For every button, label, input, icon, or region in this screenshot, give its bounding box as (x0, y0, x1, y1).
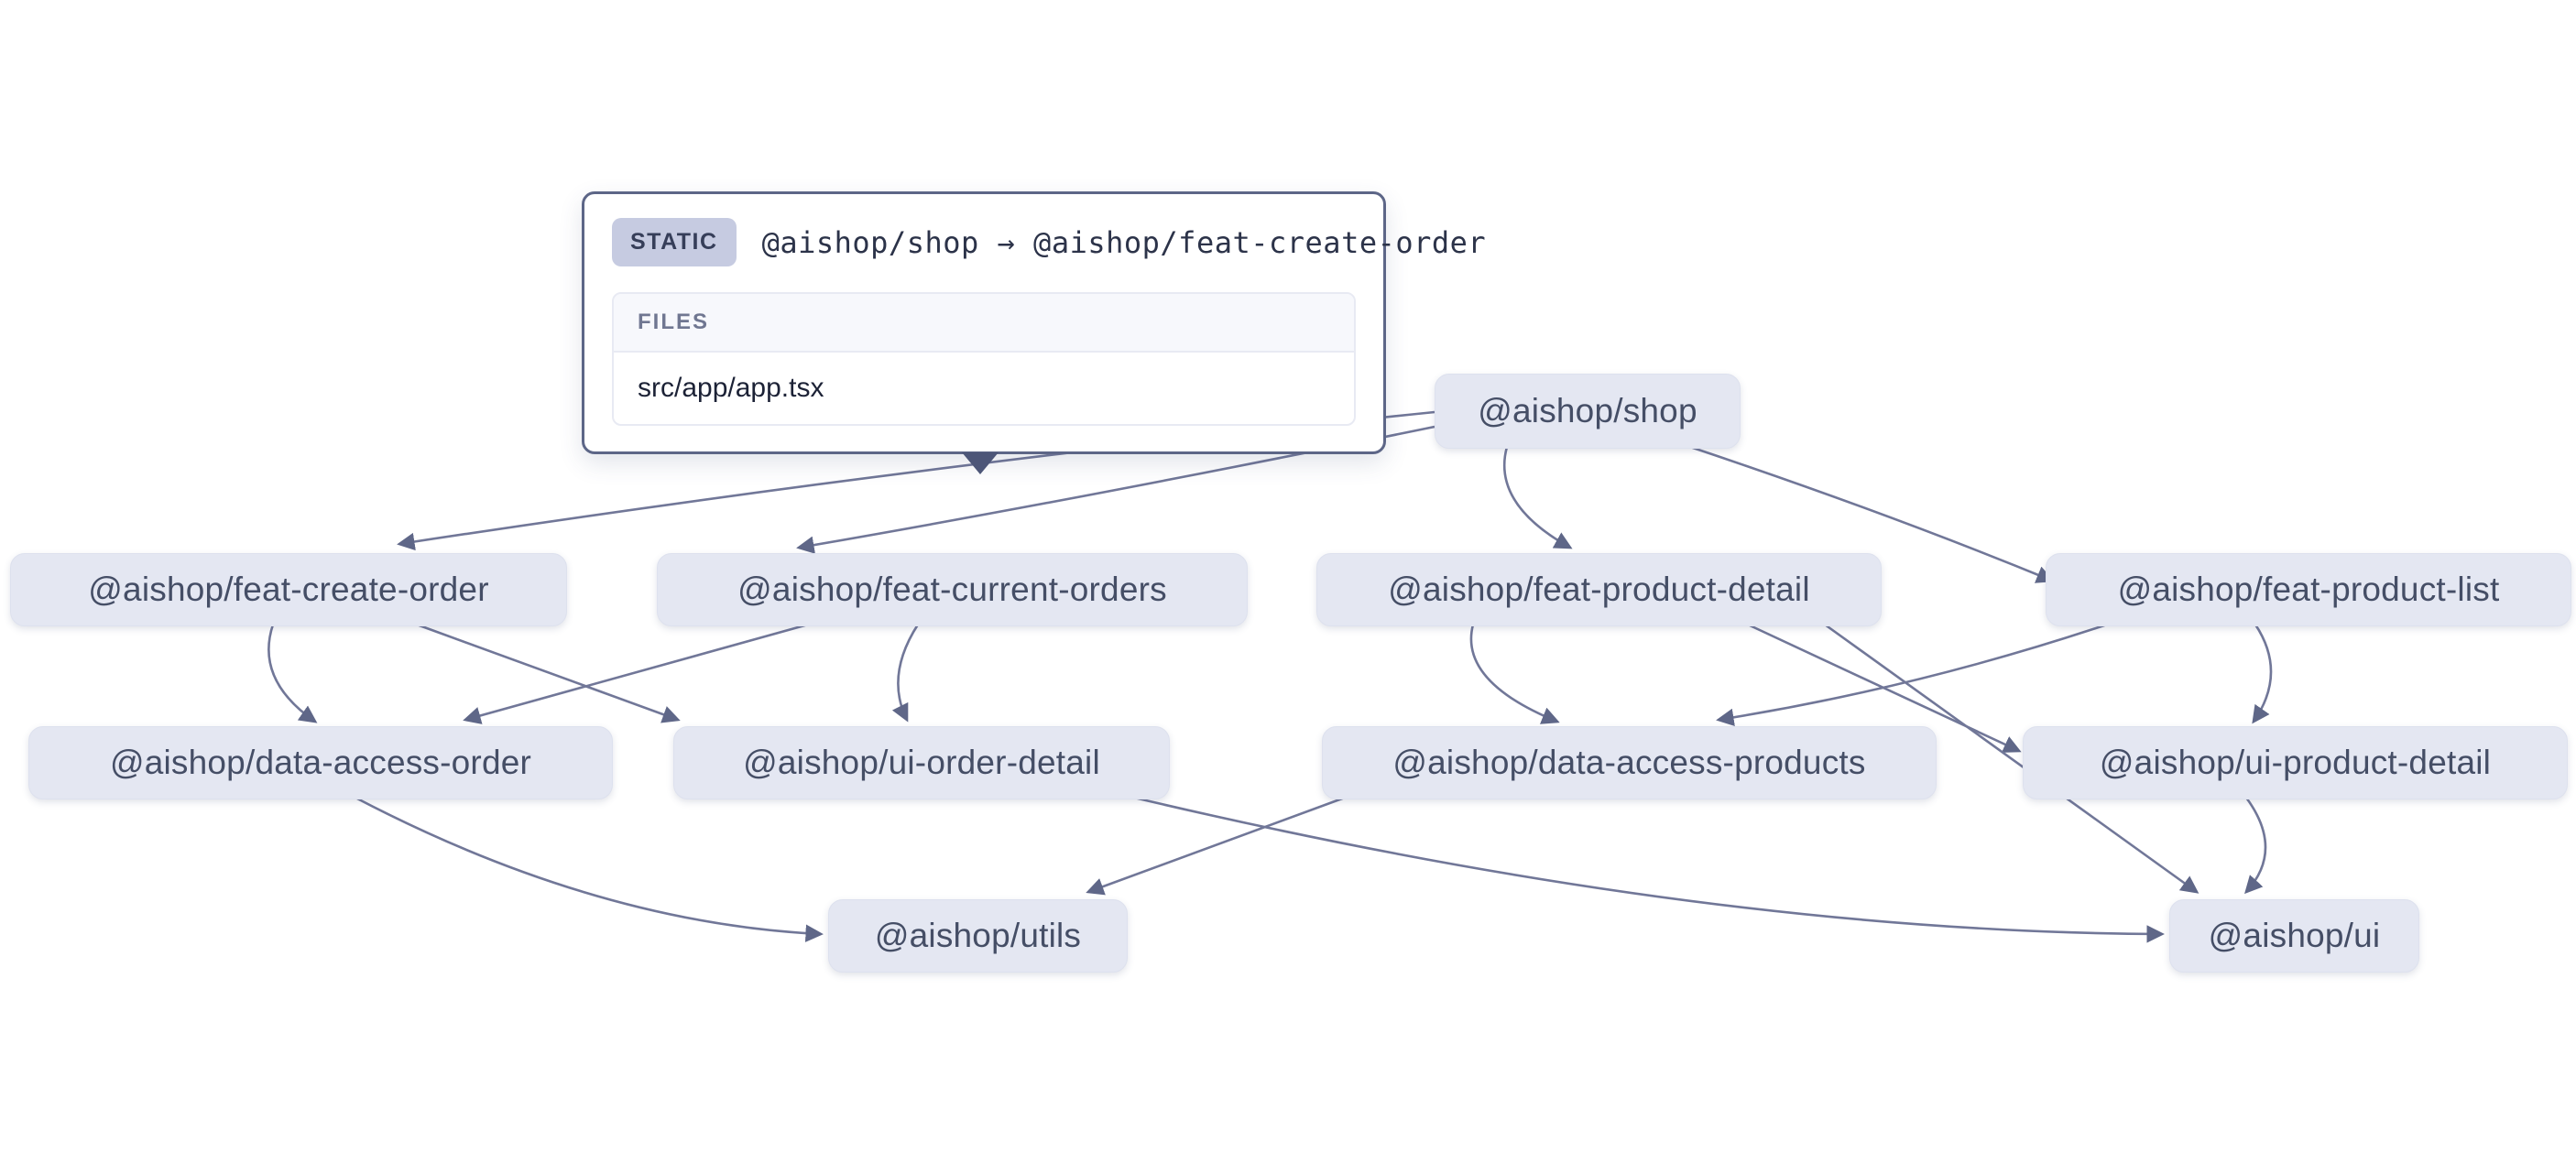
edge-type-badge: STATIC (612, 218, 737, 266)
edge-feat-product-list-data-access-products[interactable] (1716, 623, 2108, 727)
node-ui-product-detail[interactable]: @aishop/ui-product-detail (2023, 726, 2568, 799)
edge-tooltip: STATIC @aishop/shop → @aishop/feat-creat… (582, 191, 1486, 474)
edge-tooltip-header: STATIC @aishop/shop → @aishop/feat-creat… (612, 218, 1486, 266)
edge-feat-product-detail-ui[interactable] (1824, 623, 2199, 894)
edge-feat-current-orders-data-access-order[interactable] (463, 623, 809, 724)
edge-feat-product-detail-data-access-products[interactable] (1469, 624, 1560, 724)
node-feat-product-detail[interactable]: @aishop/feat-product-detail (1316, 553, 1882, 626)
edge-feat-current-orders-ui-order-detail[interactable] (891, 624, 920, 723)
node-shop[interactable]: @aishop/shop (1435, 374, 1741, 449)
edge-files-card: FILES src/app/app.tsx (612, 292, 1356, 426)
edge-files-header: FILES (614, 294, 1354, 353)
tooltip-pointer-icon (962, 452, 999, 474)
edge-feat-create-order-ui-order-detail[interactable] (416, 623, 681, 723)
node-feat-product-list[interactable]: @aishop/feat-product-list (2046, 553, 2571, 626)
edge-shop-feat-product-detail[interactable] (1502, 446, 1573, 549)
node-ui-order-detail[interactable]: @aishop/ui-order-detail (673, 726, 1170, 799)
node-utils[interactable]: @aishop/utils (828, 899, 1128, 973)
edge-data-access-products-utils[interactable] (1086, 796, 1346, 896)
edge-ui-order-detail-ui[interactable] (1133, 796, 2165, 943)
node-feat-create-order[interactable]: @aishop/feat-create-order (10, 553, 567, 626)
edge-tooltip-title: @aishop/shop → @aishop/feat-create-order (761, 224, 1487, 260)
node-data-access-products[interactable]: @aishop/data-access-products (1322, 726, 1937, 799)
node-ui[interactable]: @aishop/ui (2169, 899, 2419, 973)
edge-feat-create-order-data-access-order[interactable] (267, 624, 318, 723)
edge-data-access-order-utils[interactable] (355, 796, 824, 942)
node-data-access-order[interactable]: @aishop/data-access-order (28, 726, 613, 799)
edge-ui-product-detail-ui[interactable] (2244, 797, 2267, 895)
node-feat-current-orders[interactable]: @aishop/feat-current-orders (657, 553, 1248, 626)
edge-feat-product-list-ui-product-detail[interactable] (2252, 624, 2273, 724)
edge-shop-feat-product-list[interactable] (1689, 445, 2055, 583)
edge-file-row: src/app/app.tsx (638, 373, 824, 403)
